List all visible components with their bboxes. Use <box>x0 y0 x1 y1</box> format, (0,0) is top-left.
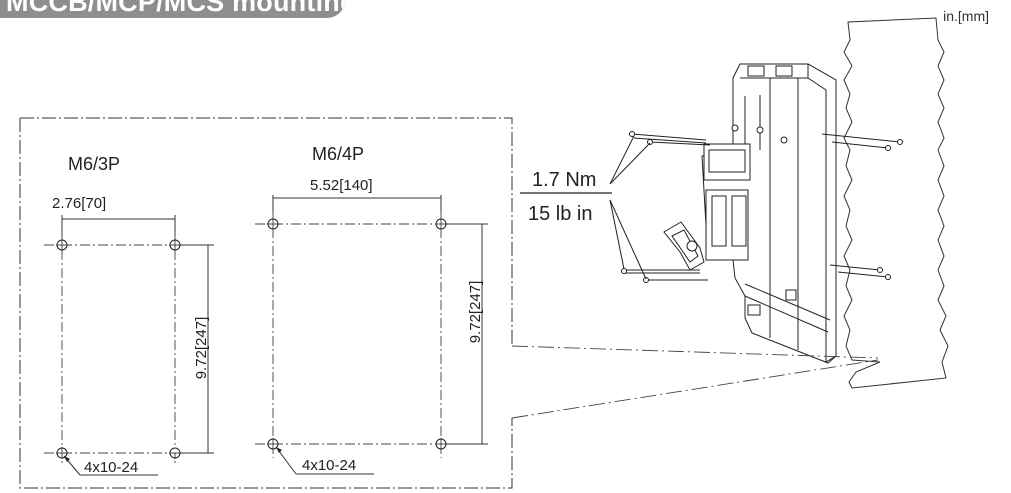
breaker-illustration <box>663 63 837 364</box>
leader-arrowhead <box>64 456 70 462</box>
detail-frame <box>19 117 513 489</box>
pattern-4p-hole-centerlines <box>255 210 456 458</box>
pattern-3p-screw-label: 4x10-24 <box>84 459 138 476</box>
leader-arrowhead <box>276 447 282 453</box>
pattern-3p-width-dim: 2.76[70] <box>52 195 106 212</box>
units-label: in.[mm] <box>943 8 989 24</box>
mounting-screws <box>621 131 903 283</box>
mounting-panel <box>843 17 949 389</box>
section-title: MCCB/MCP/MCS mounting <box>6 0 345 17</box>
pattern-3p-height-dimension-line <box>180 244 214 454</box>
section-header-tab: MCCB/MCP/MCS mounting <box>0 0 345 18</box>
torque-leader-lines <box>609 135 651 280</box>
pattern-4p-width-dim: 5.52[140] <box>310 177 373 194</box>
torque-imperial: 15 lb in <box>528 203 593 225</box>
pattern-3p-mounting-holes <box>56 239 181 459</box>
pattern-3p-hole-crosshairs <box>56 239 181 459</box>
pattern-3p-width-dimension-line <box>61 215 176 236</box>
pattern-3p-height-dim: 9.72[247] <box>193 317 210 380</box>
pattern-4p-title: M6/4P <box>312 144 364 164</box>
detail-projection-lines <box>511 345 879 419</box>
pattern-3p-hole-centerlines <box>44 232 190 466</box>
pattern-4p-screw-label: 4x10-24 <box>302 457 356 474</box>
pattern-4p-width-dimension-line <box>272 195 442 214</box>
torque-metric: 1.7 Nm <box>532 169 596 191</box>
pattern-3p-title: M6/3P <box>68 154 120 174</box>
pattern-4p-height-dim: 9.72[247] <box>467 281 484 344</box>
pattern-4p-hole-crosshairs <box>267 218 447 450</box>
pattern-4p-height-dimension-line <box>446 223 488 445</box>
pattern-4p-mounting-holes <box>267 218 447 450</box>
